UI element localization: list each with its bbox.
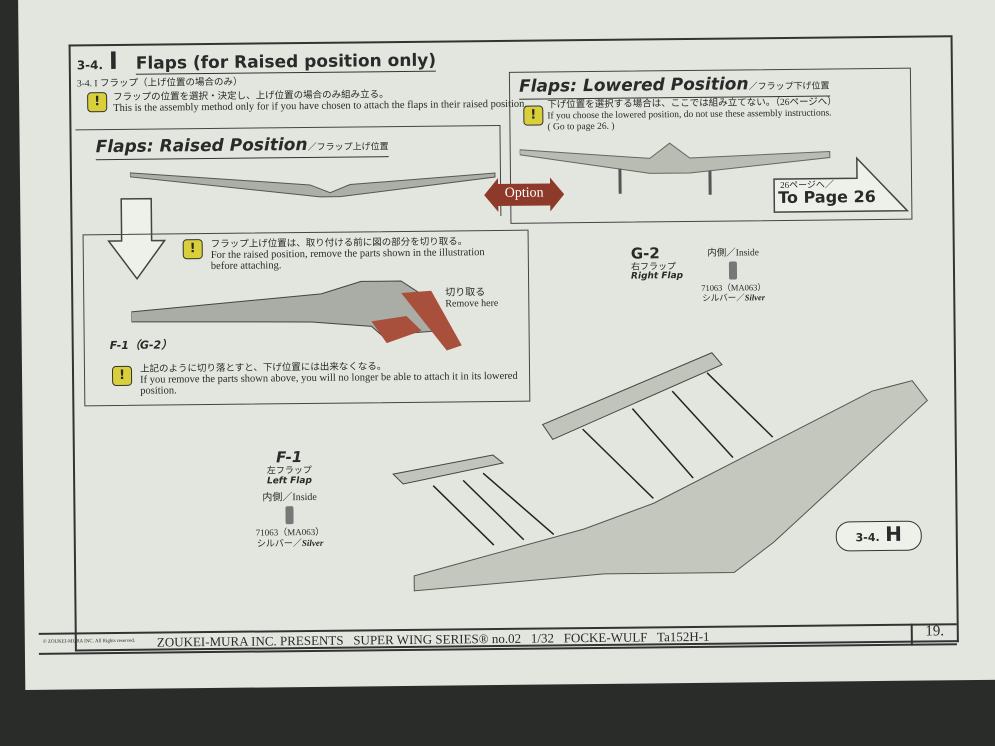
- next-step-number: 3-4.: [855, 531, 880, 545]
- right-flap-jp: 右フラップ: [630, 261, 676, 272]
- section-title: Flaps (for Raised position only): [135, 50, 437, 75]
- paint-bottle-icon: [729, 261, 738, 280]
- remove-en: Remove here: [445, 297, 499, 310]
- option-label: Option: [504, 185, 544, 201]
- lowered-note: 下げ位置を選択する場合は、ここでは組み立てない。（26ページへ） If you …: [547, 97, 917, 134]
- left-flap-color: シルバー／: [256, 538, 302, 549]
- footer-title: ZOUKEI-MURA INC. PRESENTS SUPER WING SER…: [156, 628, 710, 650]
- right-flap-paint-info: 内側／Inside 71063（MA063） シルバー／Silver: [701, 248, 766, 303]
- raised-title: Flaps: Raised Position／フラップ上げ位置: [95, 134, 389, 161]
- raised-title-text: Flaps: Raised Position: [95, 134, 308, 158]
- warning-icon: !: [111, 365, 133, 387]
- right-flap-paint: 71063（MA063）: [701, 282, 766, 293]
- raised-wing-illustration: [129, 172, 496, 198]
- page-number: 19.: [910, 623, 957, 646]
- left-flap-inside: 内側／Inside: [262, 491, 317, 504]
- warning-icon: !: [523, 105, 544, 126]
- flap-cut-illustration: [130, 280, 462, 351]
- manual-page: 3-4. I Flaps (for Raised position only) …: [18, 0, 995, 690]
- section-heading: 3-4. I Flaps (for Raised position only): [77, 44, 437, 76]
- right-flap-en: Right Flap: [630, 271, 684, 282]
- warning-icon: !: [87, 92, 108, 113]
- lowered-plane-illustration: [519, 142, 831, 195]
- next-step-letter: H: [885, 521, 903, 546]
- left-flap-en: Left Flap: [266, 475, 312, 487]
- lowered-title: Flaps: Lowered Position／フラップ下げ位置: [518, 73, 830, 100]
- option-arrow: Option: [484, 177, 565, 212]
- raised-title-jp: ／フラップ上げ位置: [307, 142, 389, 153]
- section-letter: I: [108, 46, 119, 76]
- right-flap-label: G-2 右フラップ Right Flap: [630, 244, 684, 282]
- next-step-badge: 3-4. H: [835, 520, 922, 552]
- to-page-arrow[interactable]: [772, 156, 913, 217]
- left-flap-jp: 左フラップ: [266, 464, 312, 476]
- down-arrow-icon: [107, 197, 167, 281]
- intro-note: フラップの位置を選択・決定し、上げ位置の場合のみ組み立る。 This is th…: [113, 85, 533, 114]
- right-flap-color-en: Silver: [744, 292, 766, 303]
- right-flap-inside: 内側／Inside: [707, 248, 760, 259]
- remove-here-label: 切り取る Remove here: [445, 287, 499, 310]
- left-flap-paint: 71063（MA063）: [255, 526, 325, 538]
- paint-bottle-icon: [285, 506, 294, 525]
- wing-assembly-illustration: [392, 352, 929, 592]
- warning-icon: !: [182, 239, 203, 260]
- remove-jp: 切り取る: [445, 287, 486, 299]
- left-flap-label: F-1 左フラップ Left Flap 内側／Inside 71063（MA06…: [255, 448, 325, 550]
- cut-en: For the raised position, remove the part…: [210, 247, 485, 272]
- lowered-title-jp: ／フラップ下げ位置: [748, 81, 830, 93]
- cut-note: フラップ上げ位置は、取り付ける前に図の部分を切り取る。 For the rais…: [211, 233, 511, 272]
- left-flap-part: F-1: [275, 448, 303, 467]
- right-flap-part: G-2: [630, 244, 660, 263]
- section-number: 3-4.: [76, 58, 104, 73]
- left-flap-color-en: Silver: [301, 537, 324, 549]
- to-page-label[interactable]: To Page 26: [778, 187, 876, 208]
- lowered-title-text: Flaps: Lowered Position: [518, 74, 749, 97]
- copyright: © ZOUKEI-MURA INC. All Rights reserved.: [42, 638, 136, 645]
- part-label: F-1（G-2）: [109, 338, 173, 353]
- right-flap-color: シルバー／: [702, 292, 745, 303]
